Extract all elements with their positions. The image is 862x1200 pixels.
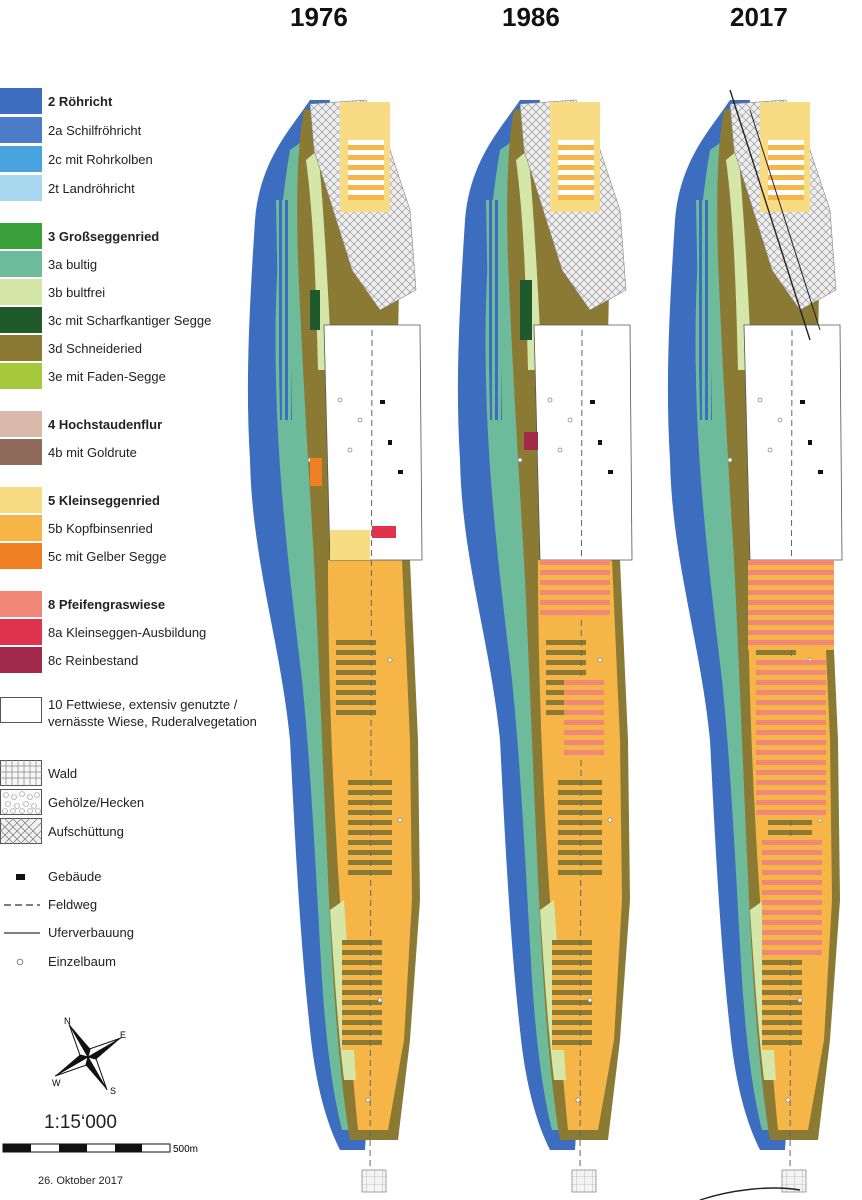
map-legend: 2 Röhricht 2a Schilfröhricht 2c mit Rohr… bbox=[0, 0, 300, 1200]
compass-w-label: W bbox=[52, 1078, 61, 1088]
symbol-label: Feldweg bbox=[48, 897, 98, 912]
compass-e-label: E bbox=[120, 1030, 126, 1040]
legend-swatch bbox=[0, 487, 42, 513]
symbol-label: Einzelbaum bbox=[48, 954, 116, 969]
legend-item: 8 Pfeifengraswiese bbox=[0, 591, 165, 617]
compass-n-label: N bbox=[64, 1016, 71, 1026]
legend-label: 2t Landröhricht bbox=[48, 180, 135, 196]
legend-label: 4 Hochstaudenflur bbox=[48, 416, 163, 432]
legend-swatch bbox=[0, 543, 42, 569]
legend-label: 3d Schneideried bbox=[48, 340, 142, 356]
year-title-2017: 2017 bbox=[730, 2, 788, 32]
legend-label: 3c mit Scharfkantiger Segge bbox=[48, 312, 212, 328]
legend-item: 5c mit Gelber Segge bbox=[0, 543, 167, 569]
legend-label-line2: vernässte Wiese, Ruderalvegetation bbox=[48, 714, 257, 729]
legend-label: 3 Großseggenried bbox=[48, 228, 160, 244]
north-arrow-icon: N E S W bbox=[52, 1016, 126, 1096]
solid-line-icon bbox=[4, 932, 40, 934]
legend-item: 5 Kleinseggenried bbox=[0, 487, 160, 513]
legend-item: 8a Kleinseggen-Ausbildung bbox=[0, 619, 206, 645]
legend-swatch bbox=[0, 88, 42, 114]
aufschuettung-pattern-swatch bbox=[0, 818, 42, 844]
legend-label: 2 Röhricht bbox=[48, 93, 113, 109]
year-title-1976: 1976 bbox=[290, 2, 348, 32]
legend-label: 5b Kopfbinsenried bbox=[48, 520, 153, 536]
legend-item: 8c Reinbestand bbox=[0, 647, 138, 673]
legend-item: Gehölze/Hecken bbox=[0, 789, 144, 815]
compass-s-label: S bbox=[110, 1086, 116, 1096]
legend-label: 3e mit Faden-Segge bbox=[48, 368, 166, 384]
legend-swatch bbox=[0, 363, 42, 389]
legend-item: Aufschüttung bbox=[0, 818, 124, 844]
legend-item: 3d Schneideried bbox=[0, 335, 142, 361]
legend-label: 8a Kleinseggen-Ausbildung bbox=[48, 624, 207, 640]
legend-swatch bbox=[0, 591, 42, 617]
legend-swatch bbox=[0, 223, 42, 249]
legend-item: 4b mit Goldrute bbox=[0, 439, 137, 465]
legend-item: 2c mit Rohrkolben bbox=[0, 146, 153, 172]
legend-label: 2c mit Rohrkolben bbox=[48, 151, 153, 167]
legend-swatch bbox=[0, 251, 42, 277]
legend-label: 8 Pfeifengraswiese bbox=[48, 596, 166, 612]
map-2017 bbox=[667, 89, 843, 1200]
gehoelze-pattern-swatch bbox=[0, 789, 42, 815]
legend-swatch bbox=[0, 335, 42, 361]
legend-label: 3a bultig bbox=[48, 256, 98, 272]
legend-label: Gehölze/Hecken bbox=[48, 794, 145, 810]
scale-ratio: 1:15‘000 bbox=[44, 1112, 117, 1133]
legend-item: 2 Röhricht bbox=[0, 88, 112, 114]
dashed-line-icon bbox=[4, 904, 40, 906]
tree-circle-icon bbox=[16, 958, 24, 966]
legend-item: Wald bbox=[0, 760, 77, 786]
legend-label: 4b mit Goldrute bbox=[48, 444, 137, 460]
legend-item: 3e mit Faden-Segge bbox=[0, 363, 166, 389]
legend-item: 3b bultfrei bbox=[0, 279, 105, 305]
legend-label: 8c Reinbestand bbox=[48, 652, 139, 668]
legend-swatch bbox=[0, 619, 42, 645]
legend-item: 2t Landröhricht bbox=[0, 175, 135, 201]
year-title-1986: 1986 bbox=[502, 2, 560, 32]
legend-label: Aufschüttung bbox=[48, 823, 124, 839]
building-icon bbox=[16, 874, 25, 880]
legend-label: 5 Kleinseggenried bbox=[48, 492, 160, 508]
wald-pattern-swatch bbox=[0, 760, 42, 786]
legend-label: 10 Fettwiese, extensiv genutzte / vernäs… bbox=[48, 696, 257, 730]
legend-swatch bbox=[0, 146, 42, 172]
legend-swatch bbox=[0, 175, 42, 201]
legend-item: 3c mit Scharfkantiger Segge bbox=[0, 307, 211, 333]
legend-swatch bbox=[0, 279, 42, 305]
legend-swatch bbox=[0, 117, 42, 143]
legend-label: 5c mit Gelber Segge bbox=[48, 548, 167, 564]
legend-item: 3a bultig bbox=[0, 251, 97, 277]
map-1976 bbox=[247, 99, 423, 1193]
map-1986 bbox=[457, 99, 633, 1193]
legend-swatch bbox=[0, 697, 42, 723]
legend-label: 3b bultfrei bbox=[48, 284, 106, 300]
legend-item: 4 Hochstaudenflur bbox=[0, 411, 162, 437]
legend-swatch bbox=[0, 307, 42, 333]
legend-swatch bbox=[0, 439, 42, 465]
scale-bar-label: 500m bbox=[173, 1144, 198, 1155]
legend-swatch bbox=[0, 411, 42, 437]
symbol-label: Uferverbauung bbox=[48, 925, 134, 940]
legend-item: 2a Schilfröhricht bbox=[0, 117, 141, 143]
legend-item: 3 Großseggenried bbox=[0, 223, 159, 249]
legend-item: 10 Fettwiese, extensiv genutzte / vernäs… bbox=[0, 697, 257, 729]
scale-bar: 500m bbox=[2, 1143, 198, 1155]
legend-swatch bbox=[0, 647, 42, 673]
legend-label: Wald bbox=[48, 765, 78, 781]
legend-item: 5b Kopfbinsenried bbox=[0, 515, 153, 541]
legend-label: 2a Schilfröhricht bbox=[48, 122, 142, 138]
legend-label-line1: 10 Fettwiese, extensiv genutzte / bbox=[48, 697, 238, 712]
legend-swatch bbox=[0, 515, 42, 541]
map-date: 26. Oktober 2017 bbox=[38, 1175, 124, 1187]
symbol-label: Gebäude bbox=[48, 869, 102, 884]
